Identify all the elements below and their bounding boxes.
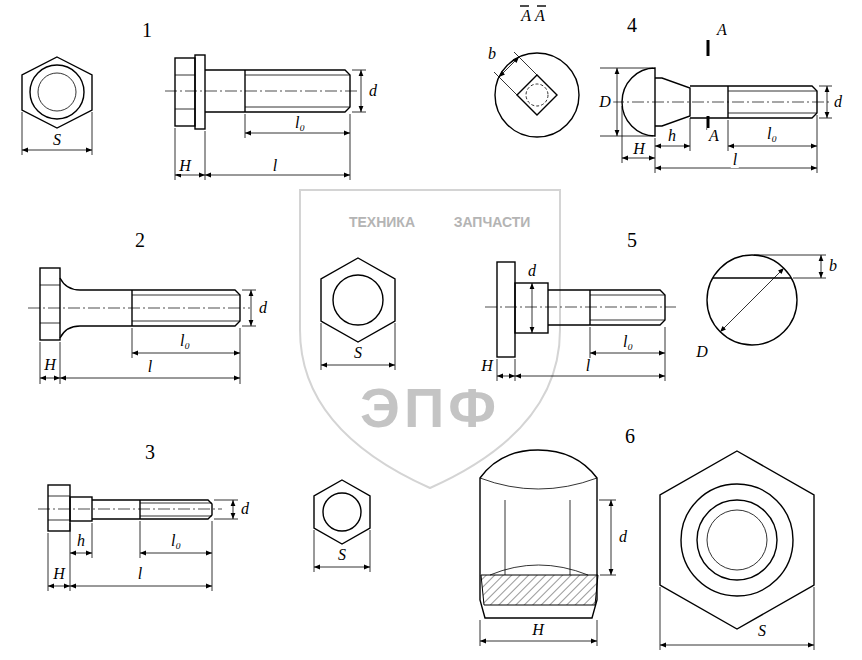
dimension-letter: b <box>827 258 839 274</box>
dimension-letter: H <box>51 566 67 582</box>
dimension-letter: l₀ <box>765 126 779 142</box>
watermark-logo: ЭПФ <box>358 380 502 436</box>
dimension-letter: l₀ <box>169 533 183 549</box>
dimension-letter: S <box>756 623 768 639</box>
dimension-letter: h <box>666 128 678 144</box>
figure-number: 6 <box>623 426 637 446</box>
dimension-letter: l <box>146 359 154 375</box>
dimension-letter: S <box>352 345 364 361</box>
dimension-letter: l <box>584 358 592 374</box>
section-label: А <box>707 128 721 144</box>
section-label: А А <box>519 8 547 24</box>
dimension-letter: d <box>526 263 538 279</box>
figure-number: 2 <box>133 230 147 250</box>
dimension-letter: l <box>136 566 144 582</box>
dimension-letter: D <box>597 94 613 110</box>
dimension-letter: l <box>731 152 739 168</box>
dimension-letter: H <box>42 357 58 373</box>
watermark-text: ЗАПЧАСТИ <box>452 215 533 229</box>
dimension-letter: D <box>694 344 710 360</box>
dimension-letter: d <box>239 501 251 517</box>
dimension-letter: d <box>367 83 379 99</box>
dimension-letter: l <box>271 158 279 174</box>
section-label: А <box>715 22 729 38</box>
dimension-letter: S <box>336 547 348 563</box>
dimension-letter: H <box>177 158 193 174</box>
figure-number: 4 <box>625 15 639 35</box>
figure-number: 3 <box>143 442 157 462</box>
dimension-letter: l₀ <box>178 333 192 349</box>
dimension-letter: l₀ <box>621 334 635 350</box>
figure-number: 1 <box>140 20 154 40</box>
dimension-letter: S <box>51 132 63 148</box>
dimension-letter: d <box>257 300 269 316</box>
dimension-letter: d <box>617 529 629 545</box>
dimension-letter: l₀ <box>293 115 307 131</box>
dimension-letter: H <box>530 622 546 638</box>
figure-number: 5 <box>625 230 639 250</box>
dimension-letter: H <box>631 141 647 157</box>
dimension-letter: H <box>479 358 495 374</box>
dimension-letter: h <box>75 533 87 549</box>
dimension-letter: d <box>832 94 844 110</box>
dimension-letter: b <box>486 46 498 62</box>
watermark-text: ТЕХНИКА <box>347 215 417 229</box>
